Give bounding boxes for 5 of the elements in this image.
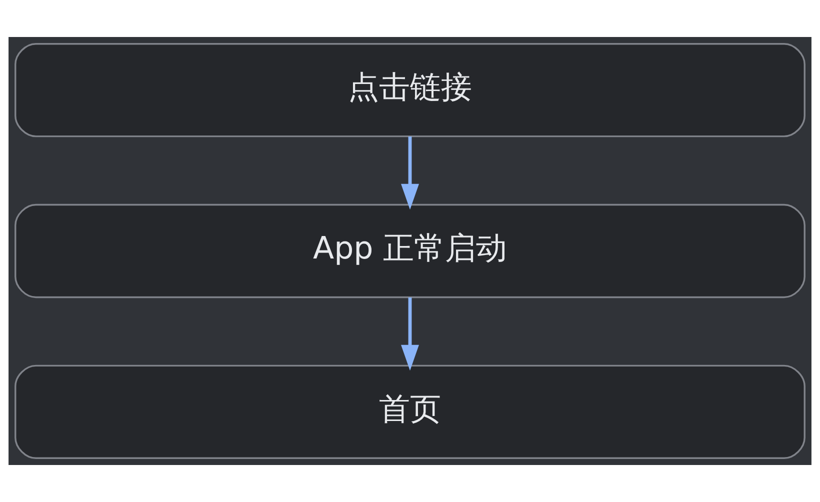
arrow: [401, 297, 419, 371]
node-box: 首页: [14, 364, 806, 459]
node-box: 点击链接: [14, 43, 806, 138]
node-box: App 正常启动: [14, 204, 806, 298]
arrow: [401, 136, 419, 210]
